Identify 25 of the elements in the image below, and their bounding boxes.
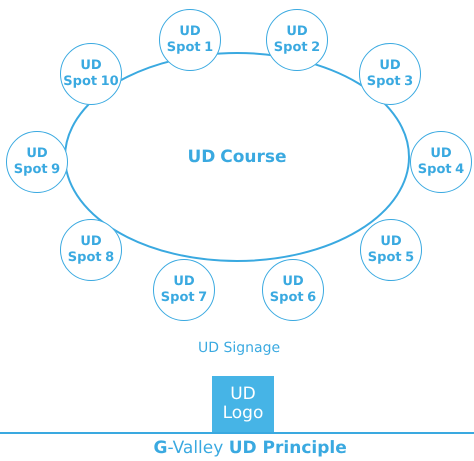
spot-circle [266,9,328,71]
spot-label: UD Spot 3 [366,58,414,90]
spot-label: UD Spot 2 [272,24,322,56]
spot-circle [159,9,221,71]
spot-label: UD Spot 8 [66,234,116,266]
sign-panel-label: UD Logo [222,385,264,423]
sign-panel [212,376,274,432]
spot-circle [6,131,68,193]
spot-circle [153,259,215,321]
signage-caption: UD Signage [198,340,280,356]
spot-circle [60,219,122,281]
spot-label: UD Spot 1 [166,24,214,56]
spot-label: UD Spot 4 [416,146,466,178]
spot-circle [60,43,122,105]
spot-label: UD Spot 6 [268,274,318,306]
spot-circle [359,43,421,105]
spot-label: UD Spot 10 [63,58,119,90]
principle-title: G-Valley UD Principle [154,438,347,458]
spot-circle [360,219,422,281]
course-label: UD Course [187,149,287,165]
spot-circle [262,259,324,321]
spot-label: UD Spot 7 [160,274,208,306]
spot-label: UD Spot 5 [366,234,416,266]
spot-label: UD Spot 9 [12,146,62,178]
spot-circle [410,131,472,193]
